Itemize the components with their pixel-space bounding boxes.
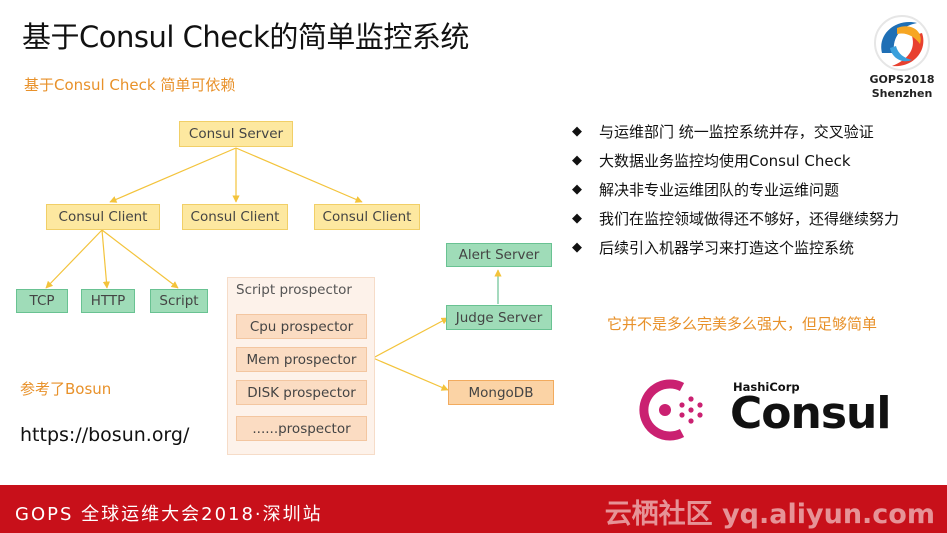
consul-logo-icon (639, 379, 703, 441)
footer-event: GOPS 全球运维大会2018·深圳站 (15, 504, 323, 525)
reference-label: 参考了Bosun (20, 380, 112, 398)
mem-prospector-box: Mem prospector (236, 347, 367, 372)
consul-client-box-2: Consul Client (182, 204, 288, 230)
mongodb-box: MongoDB (448, 380, 554, 405)
simplicity-note: 它并不是多么完美多么强大，但足够简单 (607, 315, 878, 333)
footer-bar (0, 485, 947, 533)
bullet-item: 我们在监控领域做得还不够好，还得继续努力 (572, 207, 942, 236)
hashicorp-wordmark: HashiCorp (733, 380, 800, 394)
script-prospector-title: Script prospector (236, 282, 352, 298)
consul-client-box-3: Consul Client (314, 204, 420, 230)
bosun-link[interactable]: https://bosun.org/ (20, 424, 190, 446)
slide-subtitle: 基于Consul Check 简单可依赖 (24, 76, 236, 94)
gops-year: GOPS2018 (869, 73, 935, 86)
footer-brand: 云栖社区 yq.aliyun.com (604, 499, 935, 530)
consul-server-box: Consul Server (179, 121, 293, 147)
judge-server-box: Judge Server (446, 305, 552, 330)
arrow-client-http (101, 229, 111, 289)
cpu-prospector-box: Cpu prospector (236, 314, 367, 339)
arrow-prospector-mongodb (372, 357, 449, 391)
arrow-client-tcp (45, 229, 103, 289)
bullet-item: 后续引入机器学习来打造这个监控系统 (572, 236, 942, 265)
gops-city: Shenzhen (871, 87, 933, 100)
disk-prospector-box: DISK prospector (236, 380, 367, 405)
bullet-list: 与运维部门 统一监控系统并存，交叉验证 大数据业务监控均使用Consul Che… (572, 120, 942, 265)
bullet-item: 大数据业务监控均使用Consul Check (572, 149, 942, 178)
diagram-connectors (45, 147, 502, 391)
gops-logo-icon (874, 15, 930, 71)
arrow-server-client-1 (109, 147, 237, 203)
arrow-prospector-judge (372, 317, 449, 359)
check-tcp-box: TCP (16, 289, 68, 313)
bullet-item: 与运维部门 统一监控系统并存，交叉验证 (572, 120, 942, 149)
check-http-box: HTTP (81, 289, 135, 313)
alert-server-box: Alert Server (446, 243, 552, 267)
consul-wordmark: Consul (730, 388, 891, 439)
gops-logo-text: GOPS2018 Shenzhen (862, 73, 942, 101)
arrow-server-client-3 (235, 147, 363, 203)
bullet-item: 解决非专业运维团队的专业运维问题 (572, 178, 942, 207)
slide-title: 基于Consul Check的简单监控系统 (22, 20, 469, 54)
consul-client-box-1: Consul Client (46, 204, 160, 230)
other-prospector-box: ......prospector (236, 416, 367, 441)
arrow-client-script (101, 229, 179, 289)
check-script-box: Script (150, 289, 208, 313)
